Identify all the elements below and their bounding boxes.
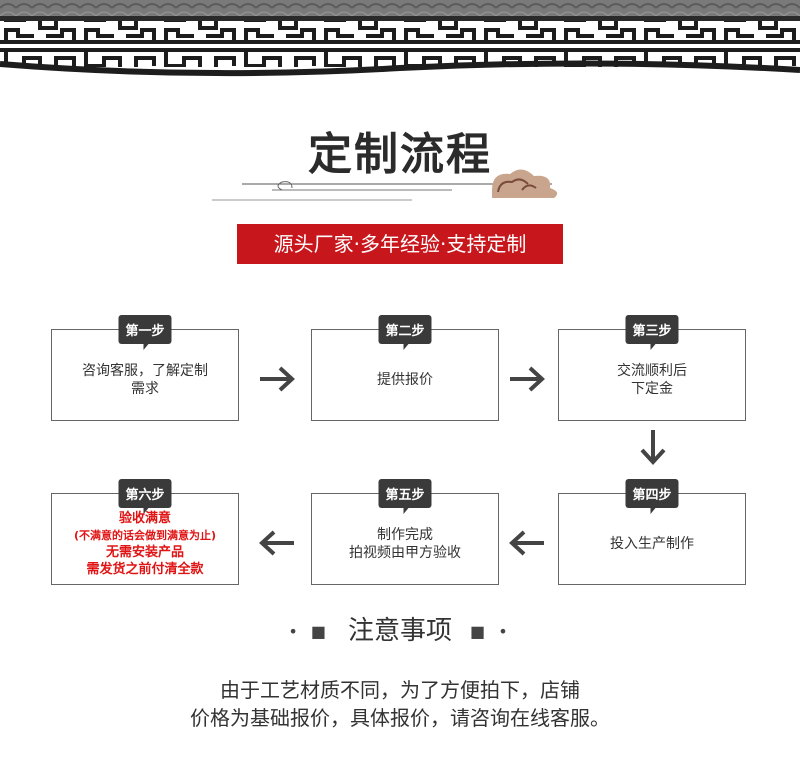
step-5-line-1: 制作完成 bbox=[377, 527, 433, 543]
step-5-card: 第五步 制作完成 拍视频由甲方验收 bbox=[311, 479, 499, 585]
lattice-banner bbox=[0, 0, 800, 77]
step-5-tag: 第五步 bbox=[378, 479, 432, 514]
step-1-tag: 第一步 bbox=[118, 315, 172, 350]
notice-heading: • ■ 注意事项 ■ • bbox=[0, 610, 800, 647]
step-5-line-2: 拍视频由甲方验收 bbox=[349, 545, 461, 561]
step-3-text: 交流顺利后 下定金 bbox=[559, 346, 745, 414]
step-1-card: 第一步 咨询客服，了解定制 需求 bbox=[51, 315, 239, 421]
step-6-line-3: 无需安装产品 bbox=[105, 545, 184, 560]
step-6-text: 验收满意 (不满意的话会做到满意为止) 无需安装产品 需发货之前付清全款 bbox=[52, 510, 238, 578]
step-3-tag: 第三步 bbox=[625, 315, 679, 350]
step-2-line-1: 提供报价 bbox=[377, 372, 433, 388]
step-3-line-2: 下定金 bbox=[631, 381, 673, 397]
arrow-left-icon bbox=[259, 530, 294, 556]
step-4-card: 第四步 投入生产制作 bbox=[558, 479, 746, 585]
step-3-card: 第三步 交流顺利后 下定金 bbox=[558, 315, 746, 421]
step-3-line-1: 交流顺利后 bbox=[617, 363, 687, 379]
arrow-left-icon bbox=[509, 530, 544, 556]
step-4-tag: 第四步 bbox=[625, 479, 679, 514]
step-6-line-2: (不满意的话会做到满意为止) bbox=[73, 529, 217, 542]
step-6-line-1: 验收满意 bbox=[118, 511, 171, 526]
step-6-card: 第六步 验收满意 (不满意的话会做到满意为止) 无需安装产品 需发货之前付清全款 bbox=[51, 479, 239, 585]
step-1-text: 咨询客服，了解定制 需求 bbox=[52, 346, 238, 414]
step-2-tag: 第二步 bbox=[378, 315, 432, 350]
step-5-text: 制作完成 拍视频由甲方验收 bbox=[312, 510, 498, 578]
dots-right-icon: ■ • bbox=[470, 622, 512, 641]
notice-line-1: 由于工艺材质不同，为了方便拍下，店铺 bbox=[220, 678, 580, 702]
arrow-right-icon bbox=[260, 366, 295, 392]
cloud-ornament-icon bbox=[212, 169, 558, 201]
arrow-down-icon bbox=[640, 430, 666, 465]
notice-title: 注意事项 bbox=[347, 616, 452, 646]
step-2-text: 提供报价 bbox=[312, 346, 498, 414]
step-2-card: 第二步 提供报价 bbox=[311, 315, 499, 421]
step-1-line-1: 咨询客服，了解定制 bbox=[82, 363, 208, 379]
arrow-right-icon bbox=[510, 366, 545, 392]
step-6-tag: 第六步 bbox=[118, 479, 172, 514]
notice-line-2: 价格为基础报价，具体报价，请咨询在线客服。 bbox=[190, 706, 610, 730]
notice-description: 由于工艺材质不同，为了方便拍下，店铺 价格为基础报价，具体报价，请咨询在线客服。 bbox=[0, 676, 800, 732]
step-1-line-2: 需求 bbox=[131, 381, 159, 397]
step-4-line-1: 投入生产制作 bbox=[610, 536, 694, 552]
step-4-text: 投入生产制作 bbox=[559, 510, 745, 578]
step-6-line-4: 需发货之前付清全款 bbox=[86, 562, 204, 577]
page-title: 定制流程 bbox=[308, 129, 492, 180]
slogan-banner: 源头厂家·多年经验·支持定制 bbox=[237, 224, 563, 264]
dots-left-icon: • ■ bbox=[288, 622, 330, 641]
